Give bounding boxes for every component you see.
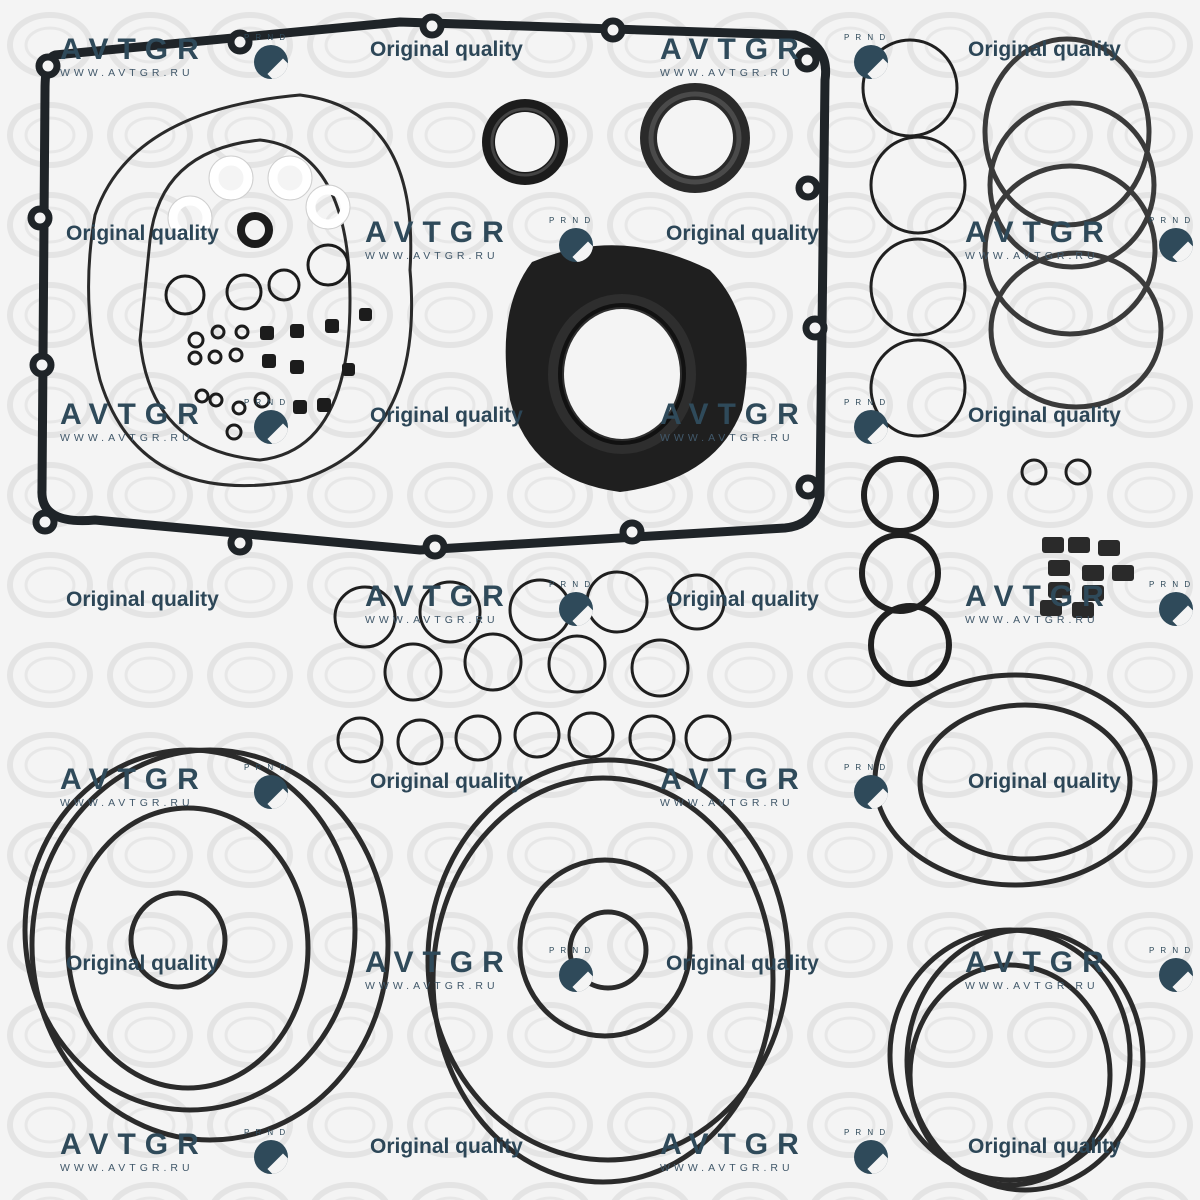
right-orings: [859, 38, 1092, 687]
thin-gasket-inner: [138, 138, 352, 462]
shaft-seals: [482, 83, 750, 193]
small-orings: [164, 243, 350, 441]
mid-orings: [333, 570, 732, 766]
piston-rings: [982, 36, 1164, 410]
large-seal: [505, 245, 747, 492]
teflon-rings: [168, 156, 350, 240]
rubber-plugs: [260, 308, 372, 414]
filter-screens: [1040, 537, 1134, 618]
thin-gasket-outer: [87, 93, 414, 488]
pan-gasket: [27, 13, 831, 560]
